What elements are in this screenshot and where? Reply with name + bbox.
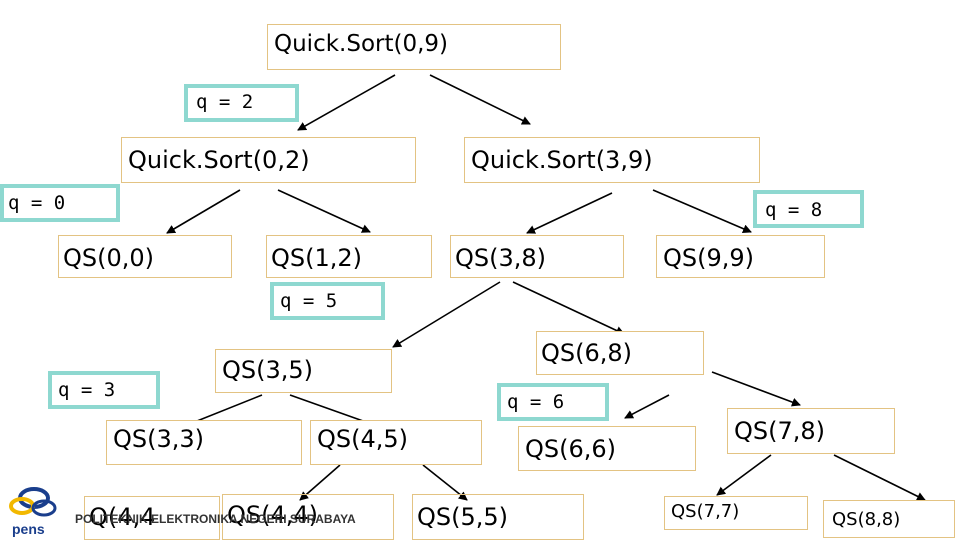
node-quicksort-3-9: Quick.Sort(3,9) (464, 137, 760, 183)
edge-root-left (297, 74, 396, 131)
node-qs-6-8: QS(6,8) (536, 331, 704, 375)
node-quicksort-0-2: Quick.Sort(0,2) (121, 137, 416, 183)
edge-root-right (429, 74, 531, 125)
edge-qs78-right (833, 454, 926, 501)
pivot-q-8: q = 8 (753, 190, 864, 228)
node-qs-6-6: QS(6,6) (518, 426, 696, 471)
node-quicksort-0-9: Quick.Sort(0,9) (267, 24, 561, 70)
pivot-q-3: q = 3 (48, 371, 160, 409)
node-qs-5-5: QS(5,5) (412, 494, 584, 540)
node-qs-0-0: QS(0,0) (58, 235, 232, 278)
pivot-q-6: q = 6 (497, 383, 609, 421)
node-qs-8-8: QS(8,8) (823, 500, 955, 538)
edge-qs02-left (166, 189, 241, 234)
edge-qs39-right (652, 189, 752, 233)
node-qs-9-9: QS(9,9) (656, 235, 825, 278)
edge-qs68-right (711, 371, 801, 407)
node-qs-4-5: QS(4,5) (310, 420, 482, 465)
edge-qs68-left (624, 394, 670, 419)
footer-institution: POLITEKNIK ELEKTRONIKA NEGERI SURABAYA (75, 512, 356, 526)
edge-qs39-left (526, 192, 613, 234)
node-qs-7-8: QS(7,8) (727, 408, 895, 454)
pivot-q-5: q = 5 (270, 282, 385, 320)
node-qs-3-8: QS(3,8) (450, 235, 624, 278)
node-qs-1-2: QS(1,2) (266, 235, 432, 278)
svg-text:pens: pens (12, 521, 45, 537)
edge-qs38-right (512, 281, 625, 335)
edge-qs78-left (716, 454, 772, 496)
node-qs-7-7: QS(7,7) (664, 496, 808, 530)
node-q-4-4-partial: Q(4,4 (84, 496, 220, 540)
edge-qs02-right (277, 189, 371, 233)
pens-logo: pens (4, 480, 64, 538)
node-qs-3-5: QS(3,5) (215, 349, 392, 393)
edge-qs38-left (392, 281, 501, 348)
pivot-q-0: q = 0 (0, 184, 120, 222)
pivot-q-2: q = 2 (184, 84, 299, 122)
node-qs-3-3: QS(3,3) (106, 420, 302, 465)
